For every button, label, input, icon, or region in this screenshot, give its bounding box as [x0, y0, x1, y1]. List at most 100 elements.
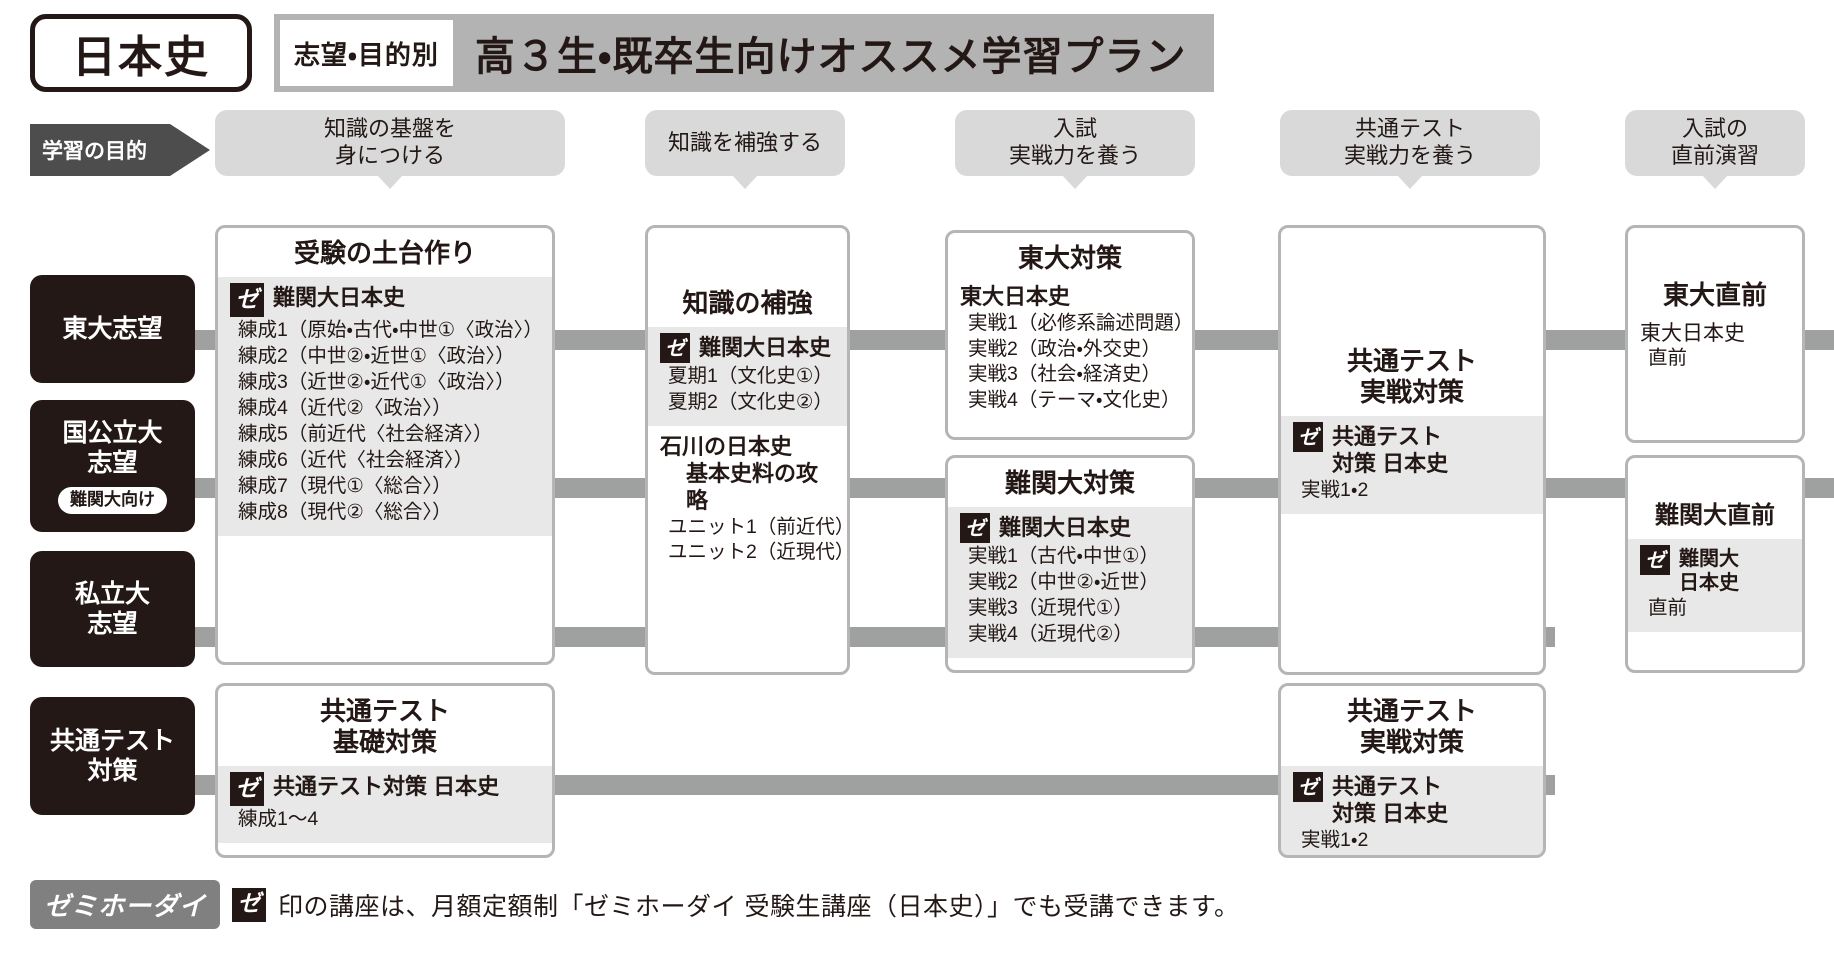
list-item: 実戦1（必修系論述問題） — [968, 311, 1194, 334]
card-common-practice-lower[interactable]: 共通テスト 実戦対策 ゼ 共通テスト 対策 日本史 実戦1・2 — [1278, 683, 1546, 858]
list-item: 夏期2（文化史②） — [668, 391, 833, 414]
page-header: 日本史 志望・目的別 高３生・既卒生向けオススメ学習プラン — [30, 14, 1215, 92]
course-name-line2: 日本史 — [1679, 571, 1739, 594]
list-item: ユニット2（近現代） — [668, 541, 850, 564]
list-item: 練成3（近世②・近代①〈政治〉） — [238, 371, 515, 394]
list-item: 実戦3（社会・経済史） — [968, 363, 1161, 386]
list-item: 実戦2（中世②・近世） — [968, 571, 1159, 594]
card-title: 知識の補強 — [682, 288, 813, 318]
row-label-common-test: 共通テスト 対策 — [30, 697, 195, 815]
course-name: 難関大日本史 — [699, 335, 832, 361]
zemi-hodai-icon: ゼ — [660, 333, 690, 364]
list-item: 実戦1・2 — [1301, 829, 1369, 852]
course-name-line1: 共通テスト — [1332, 424, 1443, 450]
card-title: 難関大直前 — [1655, 502, 1775, 529]
footer-note: ゼミホーダイ ゼ 印の講座は、月額定額制「ゼミホーダイ 受験生講座（日本史）」で… — [30, 880, 1239, 929]
course-item-list: 夏期1（文化史①） 夏期2（文化史②） — [660, 364, 837, 416]
list-item: 夏期1（文化史①） — [668, 365, 833, 388]
row-label-line2: 志望 — [87, 610, 138, 638]
row-label-private: 私立大 志望 — [30, 551, 195, 667]
list-item: 練成5（前近代〈社会経済〉） — [238, 422, 493, 445]
list-item: 実戦2（政治・外交史） — [968, 337, 1161, 360]
card-foundation-common-test[interactable]: 共通テスト 基礎対策 ゼ 共通テスト対策 日本史 練成1〜4 — [215, 683, 555, 858]
column-header-reinforce: 知識を補強する — [645, 110, 845, 189]
card-title-line1: 共通テスト — [319, 696, 450, 726]
title-bar: 志望・目的別 高３生・既卒生向けオススメ学習プラン — [274, 14, 1215, 92]
list-item: 実戦4（テーマ・文化史） — [968, 389, 1181, 412]
course-line: ゼ 難関大日本史 — [660, 333, 837, 364]
course-name-line1: 難関大 — [1679, 547, 1739, 570]
list-item: 実戦3（近現代①） — [968, 597, 1133, 620]
column-header-line2: 実戦力を養う — [1008, 143, 1141, 168]
column-header-line1: 入試 — [1052, 116, 1097, 142]
zemi-hodai-icon: ゼ — [230, 772, 264, 807]
list-item: 練成8（現代②〈総合〉） — [238, 500, 452, 523]
course-item-list: 実戦1（古代・中世①） 実戦2（中世②・近世） 実戦3（近現代①） 実戦4（近現… — [960, 544, 1182, 648]
objective-arrow-label: 学習の目的 — [42, 140, 147, 163]
card-title: 共通テスト 実戦対策 — [1281, 228, 1543, 416]
title-kicker: 志望・目的別 — [280, 20, 453, 86]
row-label-line1: 東大志望 — [62, 315, 163, 343]
course-name: 難関大 日本史 — [1679, 545, 1739, 595]
course-line: ゼ 共通テスト対策 日本史 — [230, 772, 542, 807]
course-line: ゼ 共通テスト 対策 日本史 — [1293, 422, 1533, 477]
footer-note-text: 印の講座は、月額定額制「ゼミホーダイ 受験生講座（日本史）」でも受講できます。 — [278, 892, 1240, 921]
row-label-line2: 志望 — [87, 449, 138, 478]
card-title-line2: 実戦対策 — [1359, 727, 1464, 758]
card-body: 東大日本史 直前 — [1628, 319, 1802, 383]
column-header-line1: 入試の — [1681, 116, 1748, 142]
sub-course-line1: 石川の日本史 — [660, 434, 793, 460]
row-label-line1: 私立大 — [74, 580, 150, 608]
zemi-hodai-icon: ゼ — [1293, 422, 1323, 453]
course-line: ゼ 難関大日本史 — [960, 513, 1182, 544]
list-item: 実戦1・2 — [1301, 479, 1369, 502]
sub-course-name: 石川の日本史 基本史料の攻略 — [660, 434, 837, 514]
list-item: ユニット1（前近代） — [668, 515, 850, 538]
column-header-tail-icon — [377, 175, 403, 189]
card-todai-final[interactable]: 東大直前 東大日本史 直前 — [1625, 225, 1805, 443]
card-title-line1: 共通テスト — [1346, 696, 1477, 726]
list-item: 練成1（原始・古代・中世①〈政治〉） — [238, 319, 543, 342]
card-title-line2: 基礎対策 — [332, 727, 437, 758]
column-header-line2: 直前演習 — [1670, 143, 1759, 168]
card-todai-practice[interactable]: 東大対策 東大日本史 実戦1（必修系論述問題） 実戦2（政治・外交史） 実戦3（… — [945, 230, 1195, 440]
list-item: 練成2（中世②・近世①〈政治〉） — [238, 345, 515, 368]
column-header-line1: 知識の基盤を — [323, 116, 456, 142]
card-body: ゼ 共通テスト対策 日本史 練成1〜4 — [218, 766, 552, 844]
list-item: 練成6（近代〈社会経済〉） — [238, 448, 474, 471]
card-common-practice-upper[interactable]: 共通テスト 実戦対策 ゼ 共通テスト 対策 日本史 実戦1・2 — [1278, 225, 1546, 675]
list-item: 直前 — [1648, 347, 1688, 370]
course-name-line2: 対策 日本史 — [1332, 800, 1449, 826]
card-title-line2: 実戦対策 — [1359, 377, 1464, 408]
card-title: 共通テスト 基礎対策 — [218, 686, 552, 766]
card-nankan-practice[interactable]: 難関大対策 ゼ 難関大日本史 実戦1（古代・中世①） 実戦2（中世②・近世） 実… — [945, 455, 1195, 673]
list-item: 練成4（近代②〈政治〉） — [238, 396, 452, 419]
list-item: 実戦1（古代・中世①） — [968, 545, 1159, 568]
column-header-line1: 知識を補強する — [667, 129, 822, 155]
card-body: ゼ 難関大日本史 夏期1（文化史①） 夏期2（文化史②） — [648, 327, 847, 427]
row-label-badge: 難関大向け — [58, 487, 167, 514]
list-item: 練成1〜4 — [238, 808, 319, 831]
card-body: ゼ 難関大日本史 練成1（原始・古代・中世①〈政治〉） 練成2（中世②・近世①〈… — [218, 277, 552, 536]
course-item-list: 練成1（原始・古代・中世①〈政治〉） 練成2（中世②・近世①〈政治〉） 練成3（… — [230, 318, 543, 525]
zemi-hodai-icon: ゼ — [1640, 544, 1670, 575]
zemi-hodai-icon: ゼ — [232, 887, 267, 922]
zemi-hodai-icon: ゼ — [960, 513, 990, 544]
list-item: 直前 — [1648, 596, 1688, 619]
card-body: ゼ 共通テスト 対策 日本史 実戦1・2 — [1281, 416, 1543, 515]
card-nankan-final[interactable]: 難関大直前 ゼ 難関大 日本史 直前 — [1625, 455, 1805, 673]
subject-chip: 日本史 — [30, 14, 252, 92]
column-header-final-drill: 入試の 直前演習 — [1625, 110, 1805, 189]
list-item: 練成7（現代①〈総合〉） — [238, 474, 452, 497]
row-label-line2: 対策 — [87, 757, 138, 785]
card-foundation-main[interactable]: 受験の土台作り ゼ 難関大日本史 練成1（原始・古代・中世①〈政治〉） 練成2（… — [215, 225, 555, 665]
card-reinforce[interactable]: 知識の補強 ゼ 難関大日本史 夏期1（文化史①） 夏期2（文化史②） 石川の日本… — [645, 225, 850, 675]
card-title: 東大直前 — [1662, 280, 1767, 310]
card-title: 難関大対策 — [1004, 468, 1135, 498]
column-header-tail-icon — [1062, 175, 1088, 189]
column-header-line2: 実戦力を養う — [1343, 143, 1476, 168]
course-name: 共通テスト対策 日本史 — [273, 774, 500, 800]
objective-arrow: 学習の目的 — [30, 124, 210, 176]
row-label-line1: 国公立大 — [62, 419, 163, 448]
course-item-list: 練成1〜4 — [230, 807, 542, 833]
